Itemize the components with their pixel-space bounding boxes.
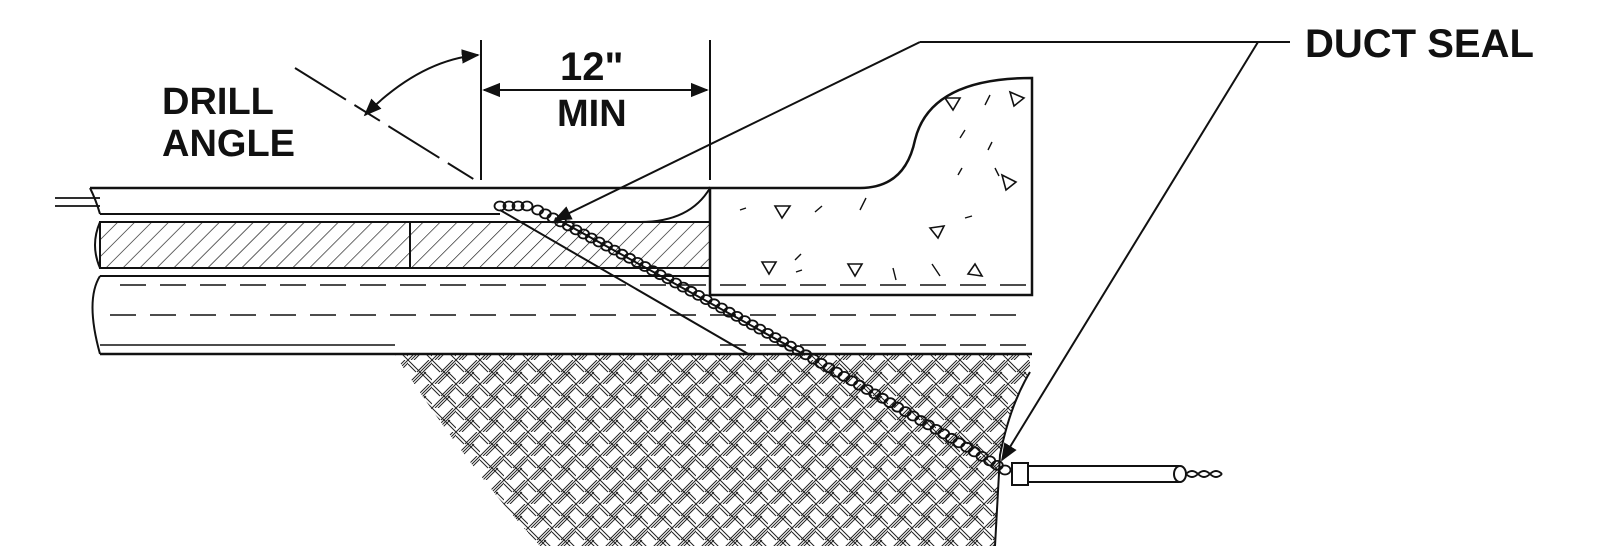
min-distance-dimension	[480, 40, 711, 180]
duct-seal-label: DUCT SEAL	[1305, 22, 1534, 66]
wire-link	[511, 200, 525, 212]
drill-angle-indicator	[294, 49, 480, 181]
wire-link	[502, 200, 516, 212]
drill-angle-label-line2: ANGLE	[162, 123, 295, 165]
subbase-layer	[91, 275, 1032, 356]
wire-link	[520, 200, 534, 212]
wire-link	[998, 464, 1012, 476]
wire-link	[493, 200, 507, 212]
concrete-curb	[708, 76, 1034, 297]
soil-region	[395, 355, 1031, 546]
pavement-layer	[55, 186, 710, 215]
dimension-value-label: 12"	[560, 45, 623, 89]
duct-seal-leaders	[553, 41, 1290, 462]
conduit-exit	[1011, 462, 1223, 486]
loop-wire-chain	[493, 200, 1012, 476]
dimension-unit-label: MIN	[557, 93, 627, 135]
drill-angle-label-line1: DRILL	[162, 81, 274, 123]
pavement-base-slab	[94, 187, 711, 269]
